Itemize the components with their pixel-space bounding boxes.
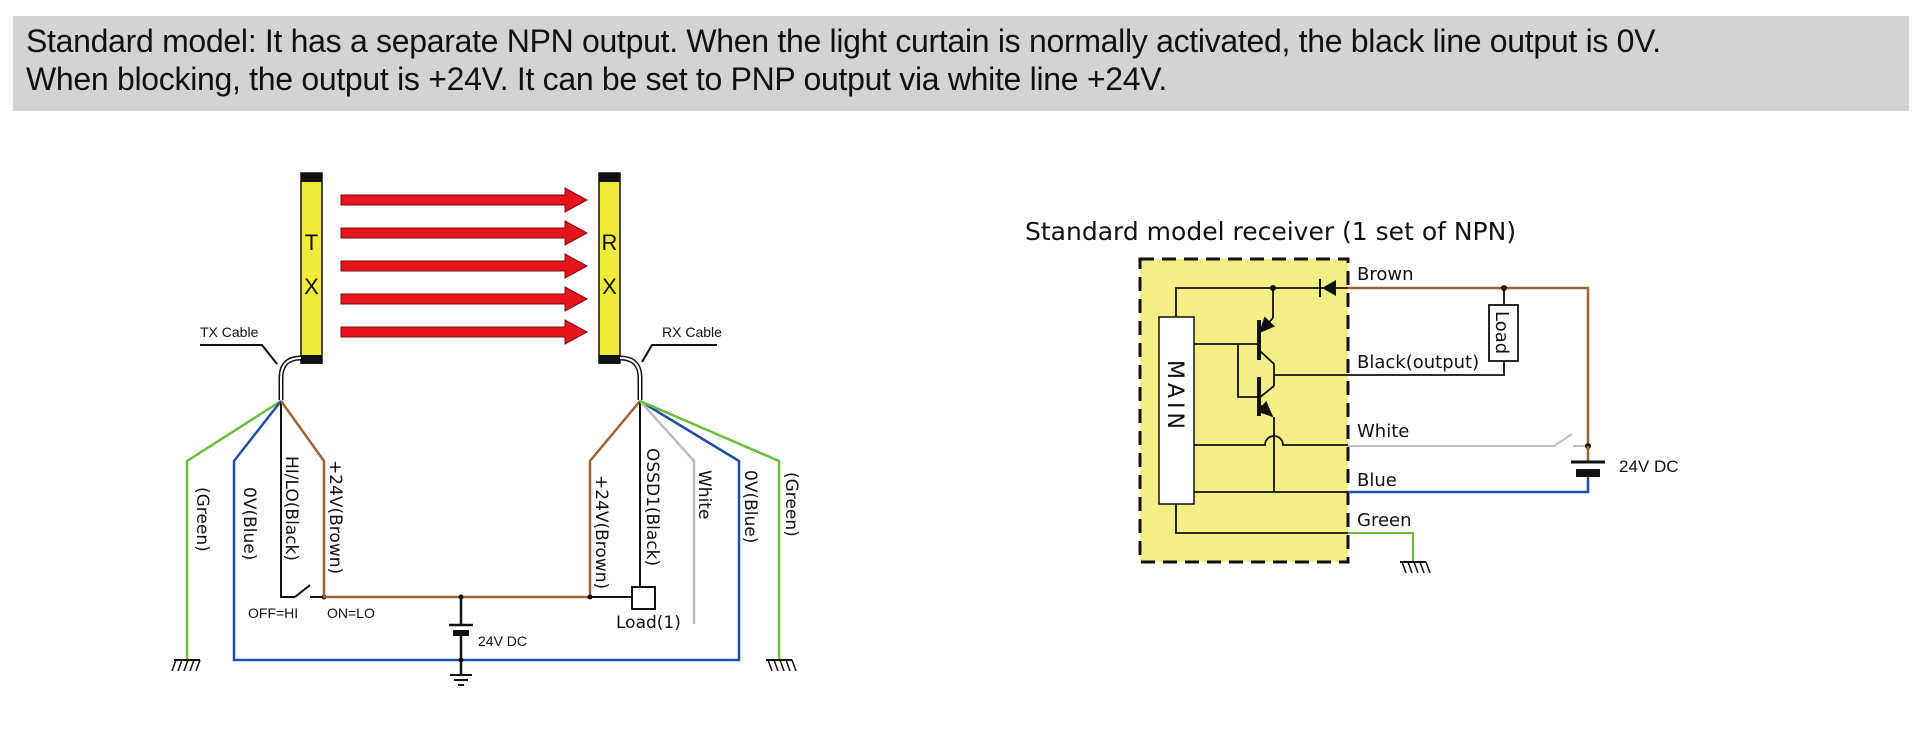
receiver-letter-r: R [602,230,618,255]
load-1-label: Load(1) [616,613,681,633]
light-beam-arrow [340,220,589,246]
rx-wire-green [639,399,781,660]
ext-wire-black: Load [1348,288,1519,376]
receiver-rx-unit: R X [598,172,621,364]
brown-wire-label: Brown [1357,264,1414,285]
light-beams [340,187,589,345]
tx-cable: TX Cable [200,324,302,400]
right-supply-label: 24V DC [1619,457,1679,476]
receiver-letter-x: X [602,274,617,299]
light-curtain-wiring: T X R X TX Cable RX Cable [171,172,801,686]
tx-wire-green [185,399,282,660]
pnp-transistor-icon [1257,288,1276,375]
tx-blue-label: 0V(Blue) [239,487,259,560]
light-beam-arrow [340,286,589,312]
blue-wire-label: Blue [1357,470,1397,491]
light-beam-arrow [340,319,589,345]
light-beam-arrow [340,253,589,279]
rx-cable-label: RX Cable [662,324,722,340]
switch-off-label: OFF=HI [248,605,298,621]
rx-wire-white [639,400,696,624]
right-supply-battery: 24V DC [1571,446,1679,477]
main-block [1158,316,1195,505]
main-label: MAIN [1162,360,1187,433]
hi-lo-switch [294,584,327,600]
tx-green-label: (Green) [192,487,212,552]
rx-white-label: White [694,470,714,519]
supply-battery-24v: 24V DC [449,594,527,675]
rx-green-label: (Green) [781,472,801,537]
rx-black-label: OSSD1(Black) [642,448,662,566]
description-line-1: Standard model: It has a separate NPN ou… [26,23,1661,59]
tx-black-label: HI/LO(Black) [281,456,301,561]
ext-wire-blue [1348,477,1590,494]
emitter-tx-unit: T X [300,172,323,364]
tx-wire-black [280,401,295,598]
ext-wire-green [1348,532,1414,562]
light-beam-arrow [340,187,589,213]
rx-cable: RX Cable [619,324,722,400]
green-wire-label: Green [1357,510,1412,531]
load-1-box [631,586,656,610]
ground-icon-receiver [1400,561,1431,574]
rx-brown-label: +24V(Brown) [591,475,611,589]
description-banner: Standard model: It has a separate NPN ou… [13,16,1909,111]
ground-icon-rx-green [766,659,797,672]
white-wire-label: White [1357,421,1409,442]
tx-cable-label: TX Cable [200,324,259,340]
ground-symbol-chassis [450,674,472,686]
emitter-letter-x: X [304,274,319,299]
ground-icon-tx-green [171,659,201,672]
rx-blue-label: 0V(Blue) [740,470,760,543]
switch-on-label: ON=LO [327,605,375,621]
tx-brown-label: +24V(Brown) [325,460,345,574]
npn-receiver-schematic: Standard model receiver (1 set of NPN) M… [1025,217,1679,574]
receiver-schematic-title: Standard model receiver (1 set of NPN) [1025,217,1516,246]
load-box [1488,304,1519,362]
emitter-letter-t: T [305,230,318,255]
diode-icon [1319,279,1336,297]
description-line-2: When blocking, the output is +24V. It ca… [26,61,1167,97]
tx-wire-blue [232,399,741,662]
rx-wire-black [590,401,656,610]
load-label: Load [1491,311,1512,354]
left-supply-label: 24V DC [478,633,527,649]
black-wire-label: Black(output) [1357,352,1479,373]
